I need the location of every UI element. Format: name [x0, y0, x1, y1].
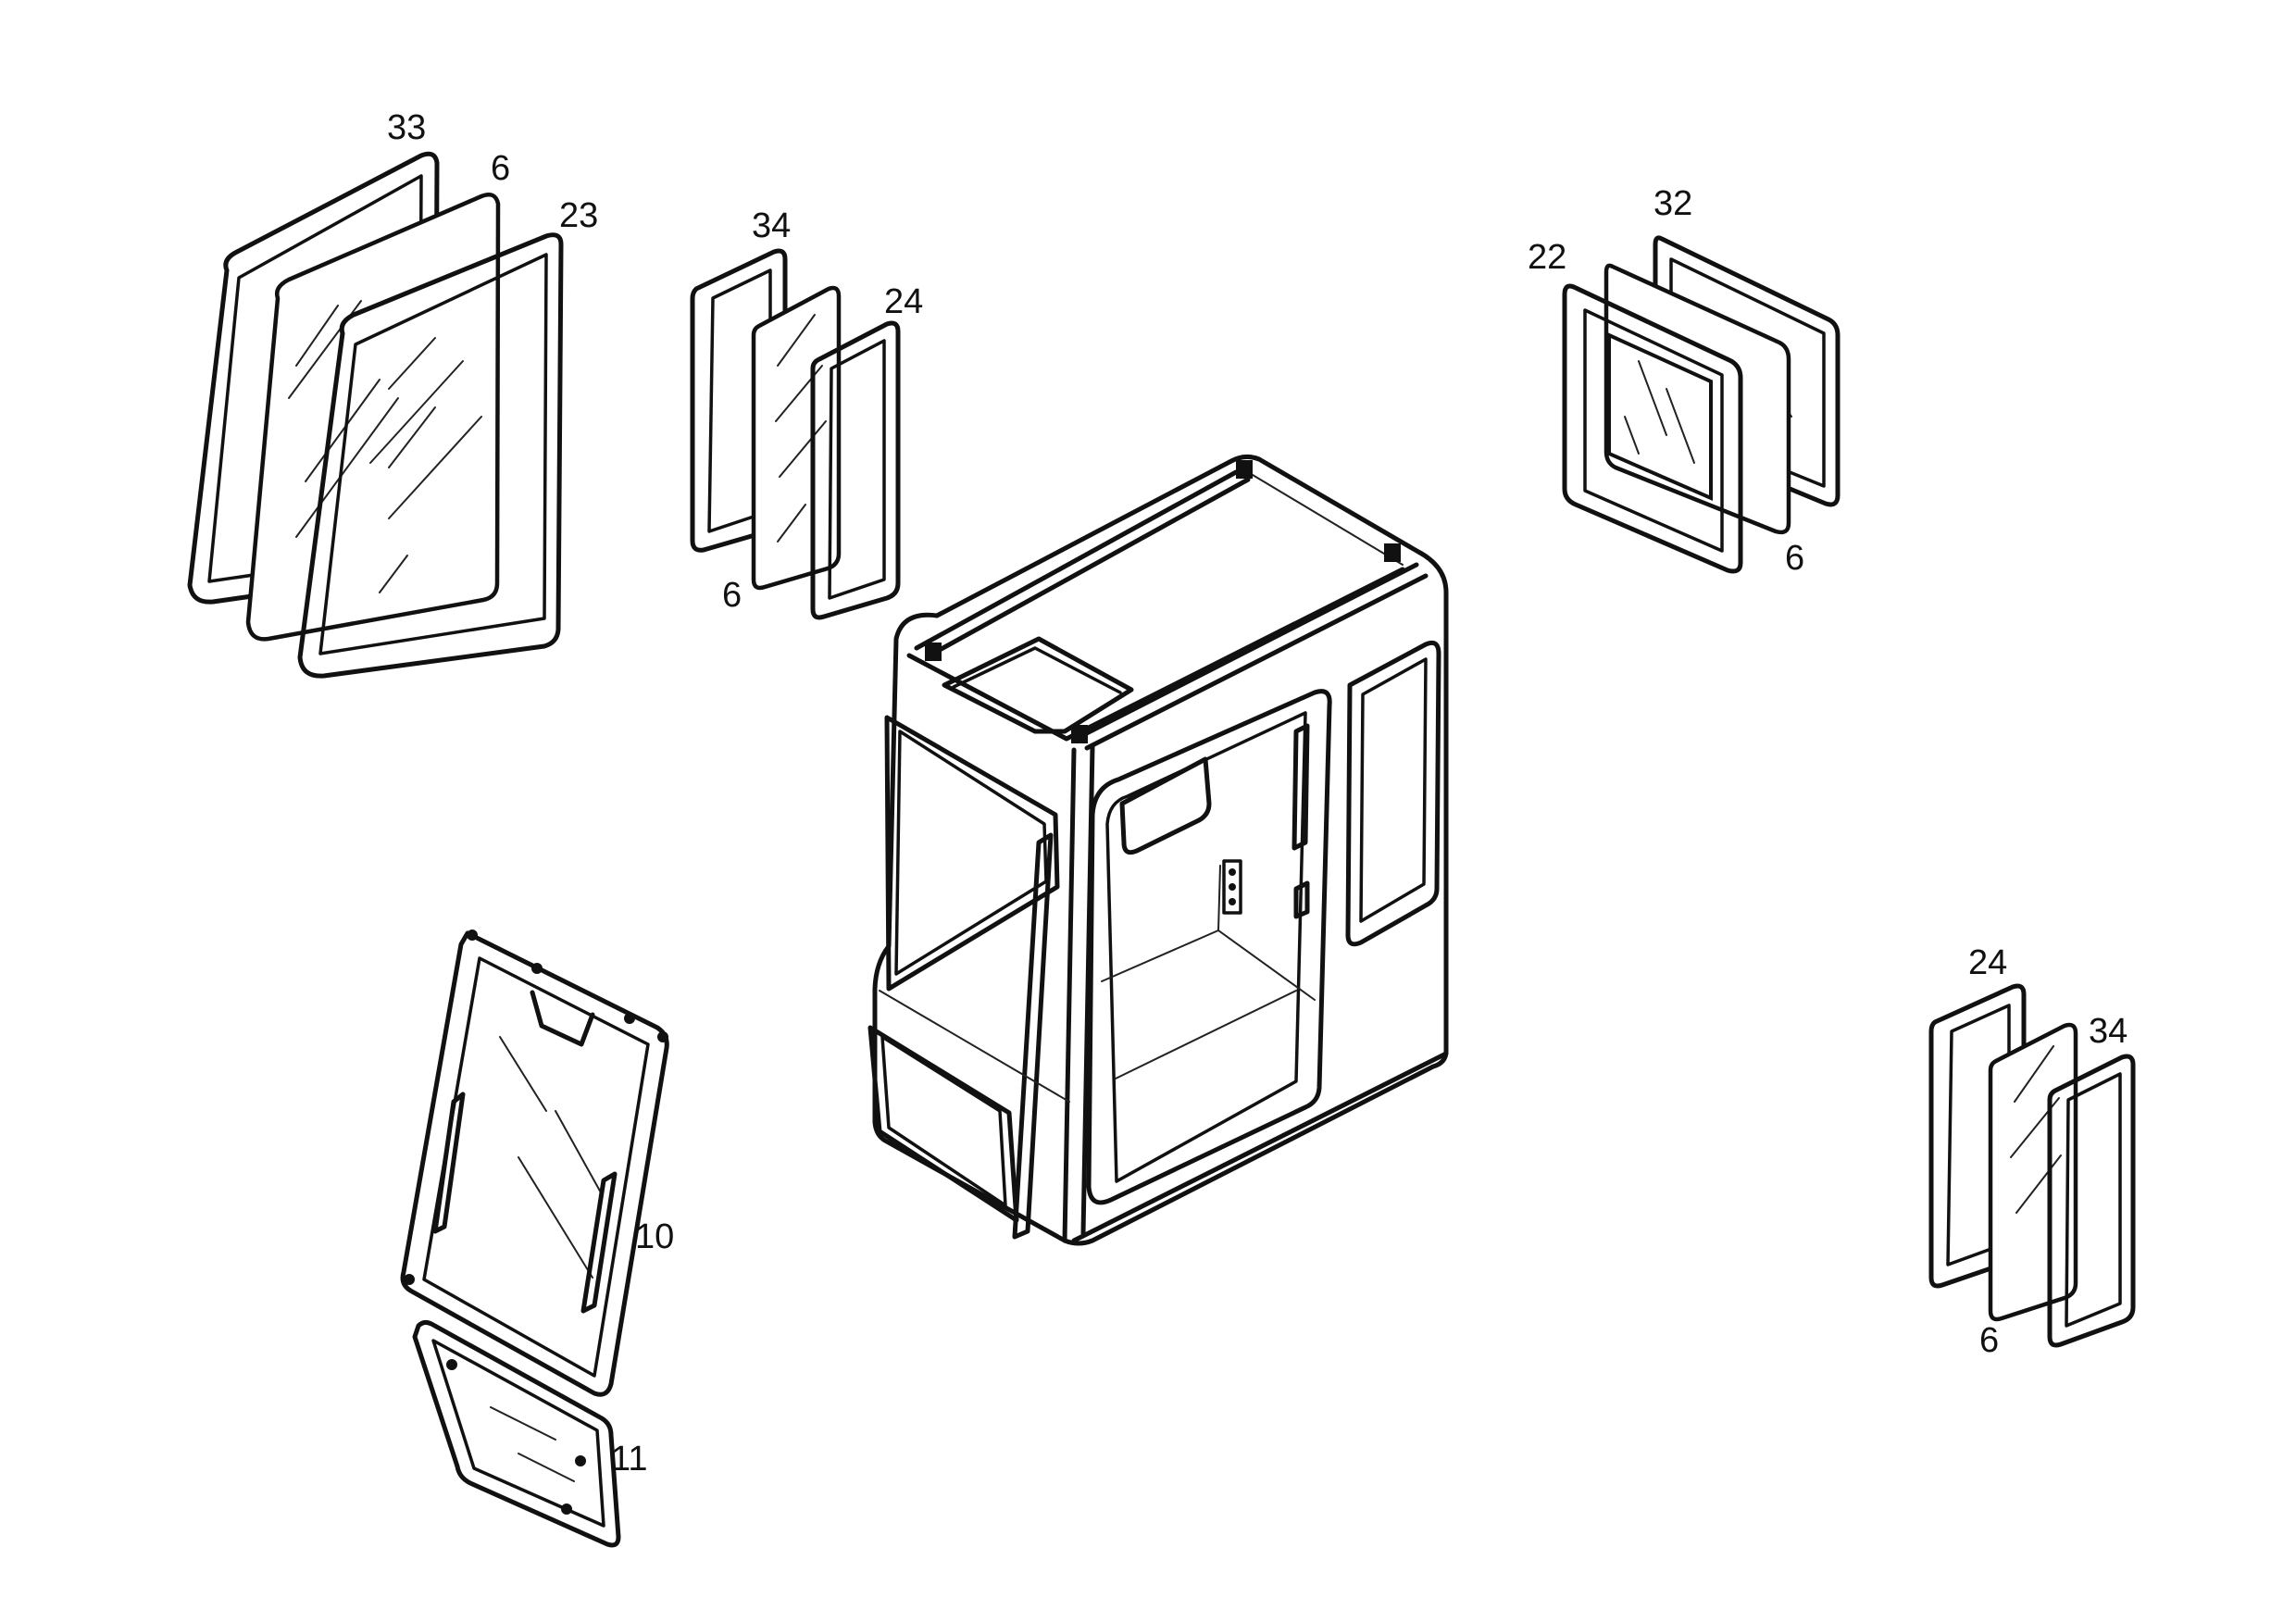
- label-door-11: 11: [611, 1440, 647, 1479]
- label-tr-seal-32: 32: [1653, 184, 1692, 223]
- window-glass-6-c: [1603, 263, 1791, 535]
- door-grab-handle: [1012, 832, 1054, 1240]
- front-window-assembly: [187, 151, 564, 679]
- door-latch: [1292, 723, 1310, 851]
- window-frame-24-a: [810, 320, 901, 620]
- door-lower-frame-11: [412, 1319, 621, 1548]
- label-door-10: 10: [635, 1217, 674, 1256]
- label-br-seal-24: 24: [1968, 943, 2007, 982]
- label-tl-glass-6: 6: [491, 149, 510, 188]
- label-tm-glass-6: 6: [722, 576, 742, 615]
- window-frame-34-b: [2047, 1054, 2136, 1348]
- window-glass-6-b: [1988, 1022, 2078, 1322]
- label-tm-seal-34: 34: [752, 206, 791, 245]
- door-upper-frame-10: [400, 930, 669, 1397]
- roof-mount-block: [1236, 460, 1253, 479]
- rear-side-window-assembly-b: [1928, 983, 2136, 1348]
- window-frame-22: [1562, 283, 1743, 574]
- roof-mount-block: [1071, 725, 1088, 743]
- part-number-labels: 33 6 23 34 24 6 32 22 6 24 34 6 10 11: [387, 108, 2128, 1479]
- rear-side-window-assembly-a: [690, 248, 901, 620]
- door-assembly: [400, 930, 669, 1548]
- label-tl-seal-33: 33: [387, 108, 426, 147]
- window-glass-6-a: [751, 285, 842, 591]
- roof-mount-block: [925, 643, 942, 661]
- label-tr-glass-6: 6: [1785, 539, 1804, 578]
- side-window-assembly: [1562, 235, 1841, 574]
- label-br-frame-34: 34: [2089, 1012, 2128, 1051]
- label-tl-frame-23: 23: [559, 196, 598, 235]
- roof-mount-block: [1384, 543, 1401, 562]
- window-glass-6: [245, 193, 501, 642]
- label-br-glass-6: 6: [1979, 1321, 1999, 1360]
- operator-cab-body: [867, 454, 1449, 1246]
- label-tm-frame-24: 24: [884, 282, 923, 321]
- label-tr-frame-22: 22: [1528, 238, 1566, 277]
- window-frame-23: [297, 232, 564, 679]
